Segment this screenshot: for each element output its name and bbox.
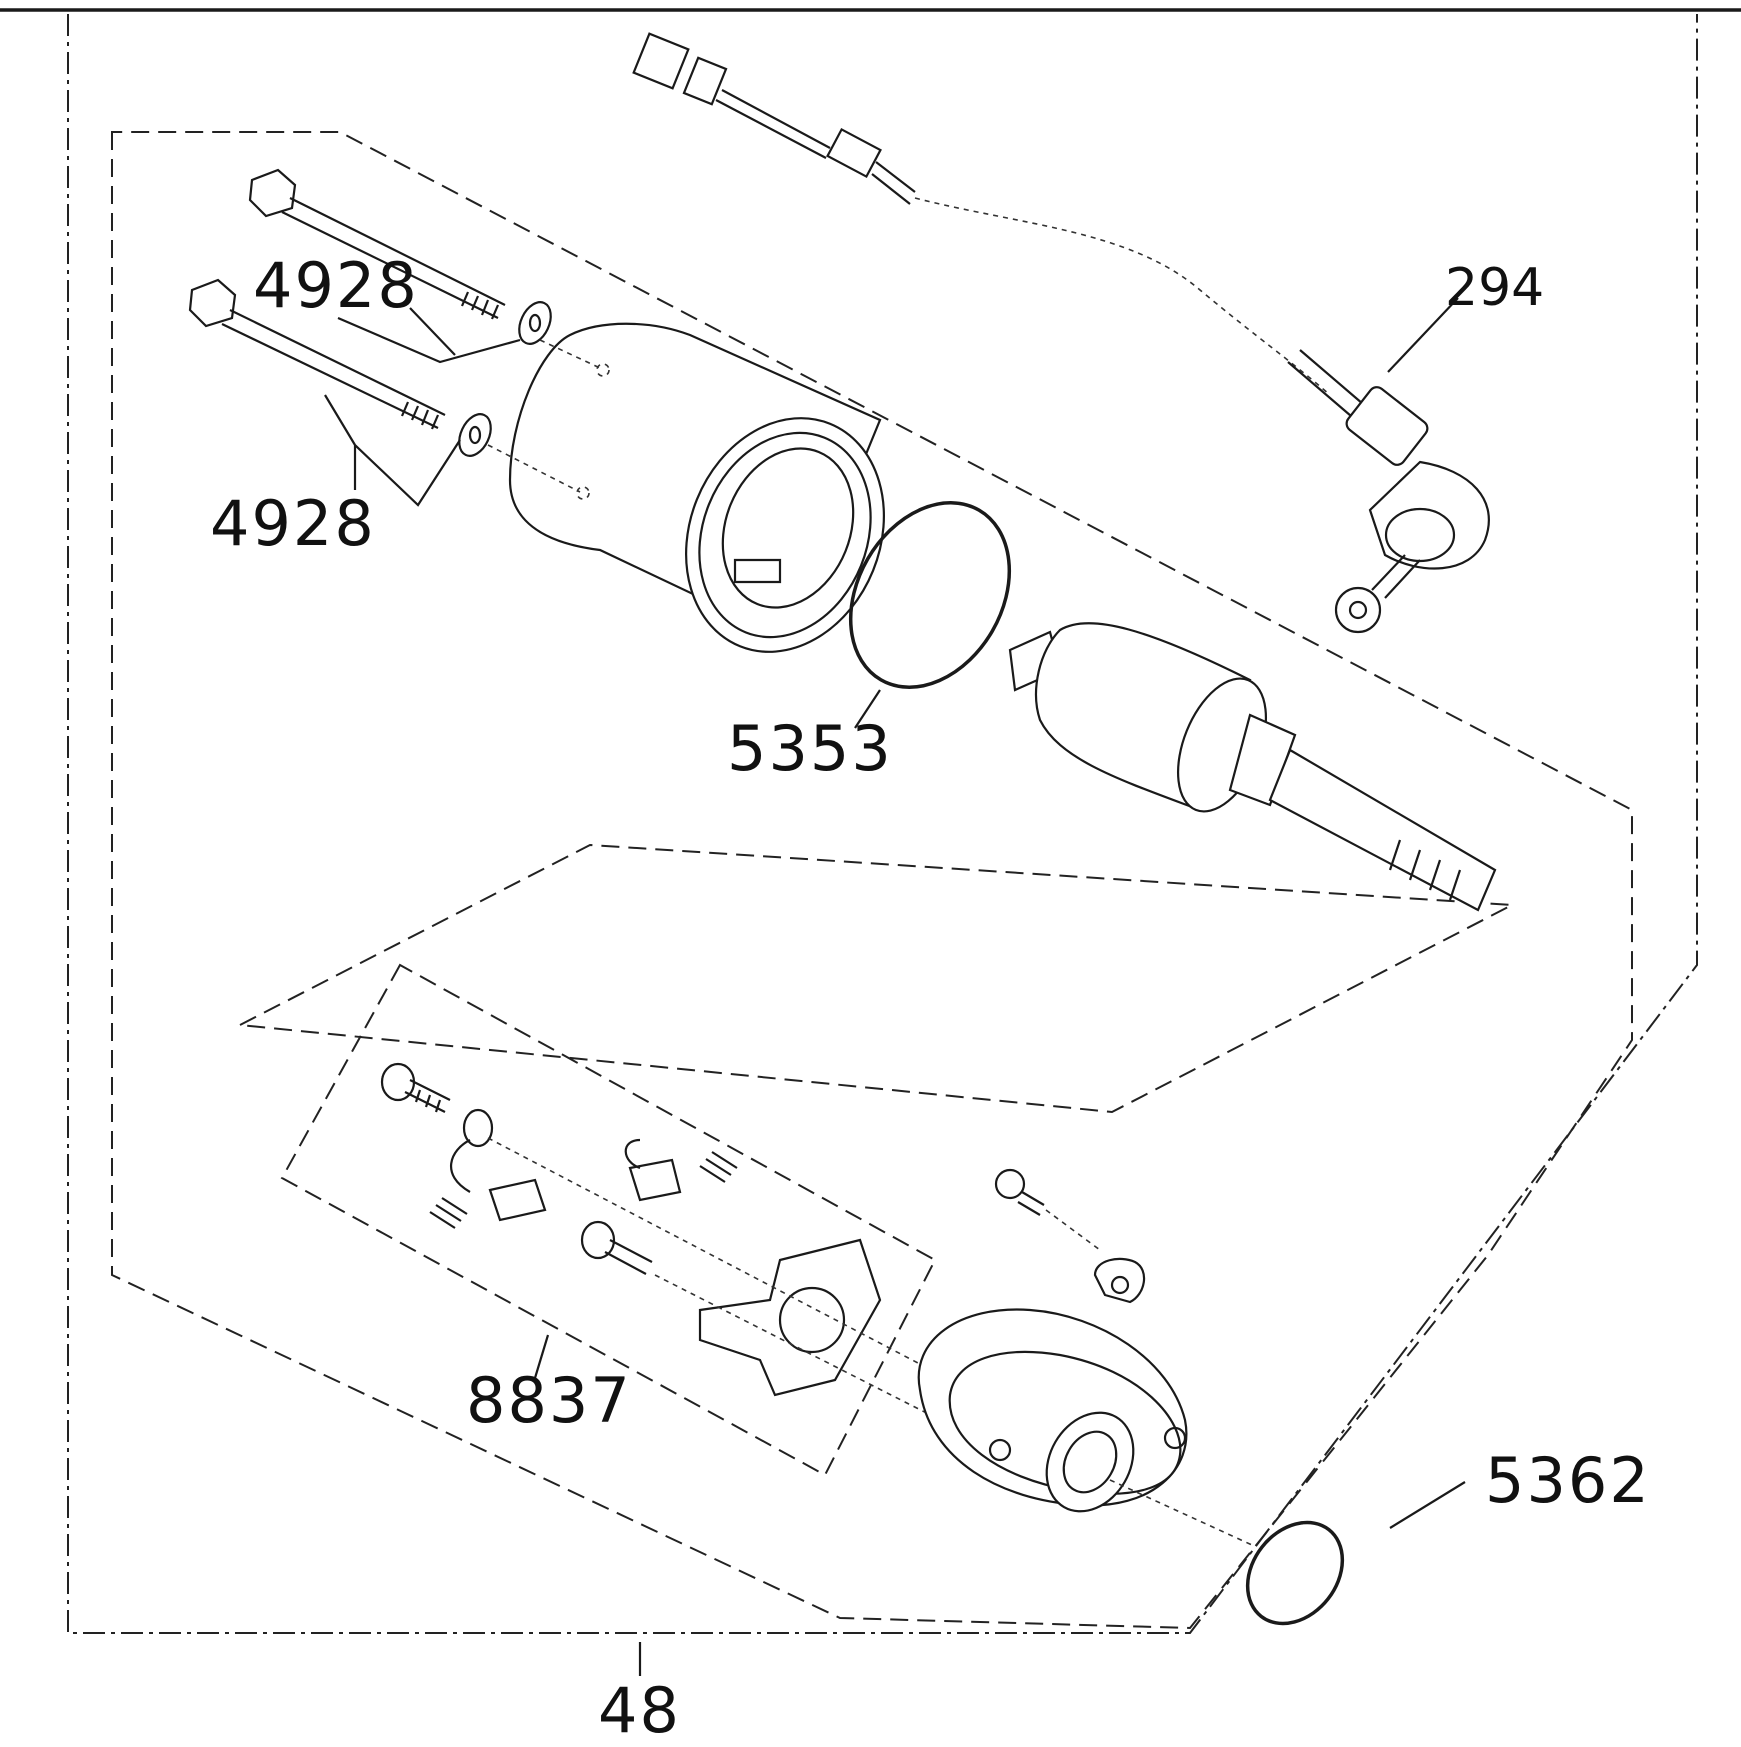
brush-set-part — [380, 1062, 961, 1431]
leader-bolt-lower — [324, 394, 461, 507]
callout-bolt-lower[interactable]: 4928 — [210, 487, 376, 560]
yoke-housing-part — [487, 322, 885, 653]
callout-bolt-upper[interactable]: 4928 — [253, 249, 419, 322]
bolt-lower-part — [188, 278, 492, 457]
callout-o-ring-small[interactable]: 5362 — [1485, 1444, 1651, 1517]
bolt-upper-part — [248, 168, 552, 345]
inner-kit-boundary — [111, 131, 1633, 1630]
callout-brush-set[interactable]: 8837 — [466, 1364, 632, 1437]
wire-lead-part — [632, 32, 1490, 634]
end-cover-part — [917, 1168, 1253, 1546]
outer-assembly-boundary — [67, 14, 1698, 1634]
leader-brush-set — [533, 1334, 550, 1379]
brush-set-boundary — [280, 963, 937, 1477]
callout-o-ring-large[interactable]: 5353 — [727, 712, 893, 785]
leader-wire-lead — [1387, 297, 1459, 373]
leader-o-ring-small — [1389, 1481, 1466, 1529]
callout-wire-lead[interactable]: 294 — [1445, 258, 1545, 318]
o-ring-large-part — [848, 501, 1012, 689]
armature-part — [1008, 622, 1497, 912]
leader-o-ring-large — [854, 689, 881, 729]
o-ring-small-part — [1245, 1520, 1345, 1626]
armature-group-boundary — [236, 843, 1516, 1114]
callout-starter-assembly[interactable]: 48 — [598, 1674, 681, 1747]
leader-bolt-upper — [337, 307, 521, 364]
